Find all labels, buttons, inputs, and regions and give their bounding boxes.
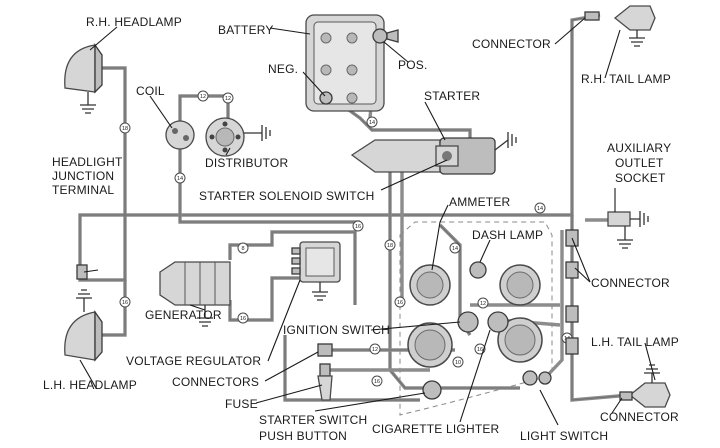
wire-gauge-tag: 16: [352, 220, 364, 232]
coil-icon: [165, 120, 195, 150]
light-switch-knob: [522, 370, 552, 386]
connectors-label: CONNECTORS: [172, 375, 259, 389]
wire-gauge-tag: 12: [477, 297, 489, 309]
coil-label: COIL: [136, 84, 165, 98]
connector-mid-label: CONNECTOR: [591, 276, 670, 290]
starter-switch-label-1: STARTER SWITCH: [259, 413, 367, 427]
wire-gauge-value: 16: [374, 379, 380, 385]
connector-mid-icon: [565, 229, 579, 355]
dash-lamp-icon: [469, 261, 487, 279]
wire-gauge-value: 8: [241, 246, 244, 252]
cigarette-lighter-knob: [422, 380, 442, 400]
generator-label: GENERATOR: [145, 308, 222, 322]
starter-icon: [350, 132, 517, 175]
wire-gauge-value: 16: [240, 316, 246, 322]
wire-gauge-value: 16: [355, 224, 361, 230]
wire-gauge-tag: 12: [222, 92, 234, 104]
wire-gauge-value: 18: [122, 126, 128, 132]
wire-gauge-tag: 14: [174, 172, 186, 184]
starter-solenoid-label: STARTER SOLENOID SWITCH: [199, 189, 375, 203]
rh-tail-lamp-icon: [613, 5, 656, 47]
light-switch-label: LIGHT SWITCH: [520, 429, 608, 443]
wire-gauge-value: 14: [537, 206, 543, 212]
auxiliary-label-2: OUTLET: [615, 156, 664, 170]
distributor-icon: [205, 117, 271, 157]
dashboard-outline: [399, 221, 553, 416]
wire-gauge-value: 12: [372, 347, 378, 353]
wire-gauge-value: 18: [387, 243, 393, 249]
lh-headlamp-icon: [64, 289, 103, 362]
headlight-junction-label-1: HEADLIGHT: [52, 155, 123, 169]
starter-switch-label-2: PUSH BUTTON: [259, 429, 347, 443]
wire-gauge-tag: 16: [371, 375, 383, 387]
pos-label: POS.: [398, 58, 427, 72]
headlight-junction-label-3: TERMINAL: [52, 183, 114, 197]
wire-gauge-value: 12: [200, 94, 206, 100]
neg-label: NEG.: [268, 62, 298, 76]
wire-gauge-value: 14: [177, 176, 183, 182]
wire-gauge-tag: 10: [452, 356, 464, 368]
wire-gauge-value: 14: [369, 120, 375, 126]
wire-gauge-value: 16: [122, 300, 128, 306]
wire-gauge-tag: 12: [197, 90, 209, 102]
generator-icon: [159, 261, 231, 327]
connector-bottom-label: CONNECTOR: [600, 410, 679, 424]
battery-label: BATTERY: [218, 23, 274, 37]
leader-lines: [79, 17, 656, 426]
ignition-switch-label: IGNITION SWITCH: [283, 323, 390, 337]
rh-headlamp-label: R.H. HEADLAMP: [86, 15, 182, 29]
rh-tail-lamp-label: R.H. TAIL LAMP: [581, 72, 671, 86]
gauge-lower-right: [497, 317, 543, 363]
wire-gauge-value: 16: [477, 347, 483, 353]
fuse-label: FUSE: [225, 397, 258, 411]
voltage-regulator-icon: [291, 241, 341, 301]
connectors-icon: [317, 343, 333, 401]
lh-tail-lamp-icon: [628, 364, 671, 408]
ammeter-gauge: [409, 264, 451, 306]
ammeter-label: AMMETER: [449, 195, 511, 209]
wire-gauge-value: 12: [480, 301, 486, 307]
wire-gauge-value: 14: [452, 246, 458, 252]
voltage-regulator-label: VOLTAGE REGULATOR: [126, 354, 261, 368]
connector-top-icon: [584, 11, 600, 21]
starter-label: STARTER: [424, 89, 480, 103]
labels: R.H. HEADLAMP COIL BATTERY NEG. POS. STA…: [43, 15, 679, 443]
wire-gauge-tag: 14: [449, 242, 461, 254]
wire-gauge-value: 16: [397, 300, 403, 306]
dash-lamp-label: DASH LAMP: [472, 228, 543, 242]
gauge-lower-left: [407, 322, 453, 368]
battery-icon: [305, 14, 399, 112]
wire-gauge-value: 10: [455, 360, 461, 366]
wire-gauge-tag: 16: [119, 296, 131, 308]
headlight-junction-label-2: JUNCTION: [52, 169, 114, 183]
lh-headlamp-label: L.H. HEADLAMP: [43, 378, 137, 392]
wire-gauge-tag: 12: [369, 343, 381, 355]
gauge-upper-right: [499, 264, 541, 306]
ignition-switch-knob: [457, 311, 479, 333]
wire-gauge-value: 12: [225, 96, 231, 102]
wire-gauge-tag: 16: [237, 312, 249, 324]
auxiliary-outlet-socket-icon: [607, 211, 649, 249]
auxiliary-label-1: AUXILIARY: [607, 141, 671, 155]
rh-headlamp-icon: [64, 42, 103, 114]
connector-bottom-icon: [619, 391, 633, 401]
wire-gauge-tag: 16: [394, 296, 406, 308]
wire-gauge-tag: 18: [384, 239, 396, 251]
connector-top-label: CONNECTOR: [472, 37, 551, 51]
wire-gauge-tag: 8: [237, 242, 249, 254]
lh-tail-lamp-label: L.H. TAIL LAMP: [591, 335, 679, 349]
wire-gauge-tag: 14: [534, 202, 546, 214]
wire-gauge-tag: 14: [366, 116, 378, 128]
auxiliary-label-3: SOCKET: [615, 171, 666, 185]
dash-knob: [487, 311, 509, 333]
wire-gauge-tag: 18: [119, 122, 131, 134]
cigarette-lighter-label: CIGARETTE LIGHTER: [372, 422, 500, 436]
distributor-label: DISTRIBUTOR: [205, 156, 288, 170]
